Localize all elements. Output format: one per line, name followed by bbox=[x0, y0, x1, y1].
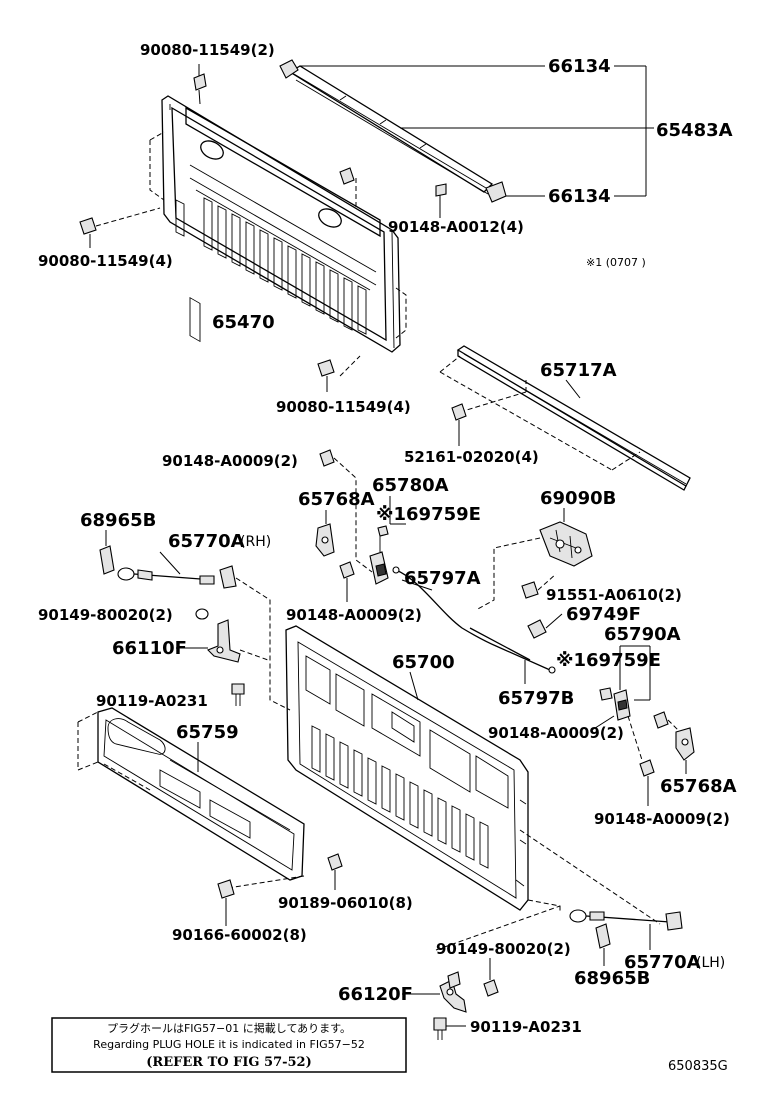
label-65770A-LH-suffix: (LH) bbox=[696, 955, 725, 971]
label-90080-11549-4-bottom: 90080-11549(4) bbox=[276, 398, 411, 416]
label-90148-A0009-2-c: 90148-A0009(2) bbox=[488, 724, 624, 742]
tailgate-65700 bbox=[285, 625, 661, 925]
clip-90080-top bbox=[193, 64, 207, 105]
clip-69749F bbox=[527, 613, 563, 639]
figure-code: 650835G bbox=[668, 1059, 728, 1074]
protector-65717A bbox=[439, 345, 691, 491]
label-65770A-RH: 65770A bbox=[168, 531, 245, 552]
clip-90080-left bbox=[79, 207, 161, 248]
label-90149-80020-2-right: 90149-80020(2) bbox=[436, 940, 571, 958]
bolt-90148-d bbox=[627, 715, 655, 806]
bolt-68965B-top bbox=[99, 530, 115, 575]
label-69749F: 69749F bbox=[566, 604, 641, 625]
note-line-refer: (REFER TO FIG 57-52) bbox=[146, 1055, 312, 1070]
cable-65770A-LH bbox=[569, 909, 683, 950]
label-90080-11549-2-top: 90080-11549(2) bbox=[140, 41, 275, 59]
label-65797B: 65797B bbox=[498, 688, 574, 709]
label-65790A: 65790A bbox=[604, 624, 681, 645]
clip-90166 bbox=[217, 879, 235, 926]
hinge-65768A-right bbox=[653, 711, 695, 774]
label-90166-60002-8: 90166-60002(8) bbox=[172, 926, 307, 944]
tailgate-upper-windows bbox=[305, 655, 509, 809]
label-90119-A0231-top: 90119-A0231 bbox=[96, 692, 208, 710]
note-line-english: Regarding PLUG HOLE it is indicated in F… bbox=[93, 1038, 365, 1051]
rail-65483A bbox=[279, 59, 507, 218]
label-65770A-LH: 65770A bbox=[624, 952, 701, 973]
label-90189-06010-8: 90189-06010(8) bbox=[278, 894, 413, 912]
label-91551-A0610-2: 91551-A0610(2) bbox=[546, 586, 682, 604]
bolt-91551 bbox=[521, 573, 557, 599]
bolt-90119-bottom bbox=[433, 1017, 466, 1040]
label-69759E-mid: ※169759E bbox=[556, 650, 661, 671]
clip-90189 bbox=[327, 853, 343, 890]
bolt-90149-right bbox=[435, 905, 561, 997]
label-65759: 65759 bbox=[176, 722, 239, 743]
label-90149-80020-2-left: 90149-80020(2) bbox=[38, 606, 173, 624]
label-65768A-right: 65768A bbox=[660, 776, 737, 797]
bolt-90119-top bbox=[231, 683, 245, 706]
note-star1: ※1 (0707 ) bbox=[586, 256, 646, 269]
inner-panel-65470 bbox=[149, 95, 407, 377]
label-68965B-bottom: 68965B bbox=[574, 968, 650, 989]
label-65770A-RH-suffix: (RH) bbox=[240, 534, 271, 550]
label-65717A: 65717A bbox=[540, 360, 617, 381]
label-90148-A0009-2-d: 90148-A0009(2) bbox=[594, 810, 730, 828]
rod-65797A bbox=[392, 566, 556, 674]
clip-90080-bottom bbox=[317, 359, 335, 392]
bolt-68965B-bottom bbox=[595, 923, 611, 966]
hinge-65768A-left bbox=[315, 510, 335, 557]
inner-panel-ribs bbox=[175, 197, 367, 343]
label-66134-bottom: 66134 bbox=[548, 186, 611, 207]
tailgate-lower-ribs bbox=[311, 725, 489, 869]
label-69759E-top: ※169759E bbox=[376, 504, 481, 525]
strap-66110F bbox=[207, 619, 269, 663]
control-65780A bbox=[369, 496, 406, 585]
label-52161-02020-4: 52161-02020(4) bbox=[404, 448, 539, 466]
label-90148-A0012-4: 90148-A0012(4) bbox=[388, 218, 524, 236]
label-66134-top: 66134 bbox=[548, 56, 611, 77]
lock-69090B bbox=[475, 508, 593, 611]
label-65483A: 65483A bbox=[656, 120, 733, 141]
cover-65759 bbox=[77, 707, 305, 889]
note-line-japanese: プラグホールはFIG57−01 に掲載してあります。 bbox=[107, 1021, 351, 1035]
label-90119-A0231-bottom: 90119-A0231 bbox=[470, 1018, 582, 1036]
label-69090B: 69090B bbox=[540, 488, 616, 509]
label-68965B-top: 68965B bbox=[80, 510, 156, 531]
bolt-90149-left bbox=[195, 608, 209, 620]
rail-leaders bbox=[300, 65, 654, 197]
clip-panel-top bbox=[339, 167, 355, 185]
label-90148-A0009-2-b: 90148-A0009(2) bbox=[286, 606, 422, 624]
label-65768A-left: 65768A bbox=[298, 489, 375, 510]
label-65780A: 65780A bbox=[372, 475, 449, 496]
label-65470: 65470 bbox=[212, 312, 275, 333]
plug-hole-note-box: プラグホールはFIG57−01 に掲載してあります。 Regarding PLU… bbox=[51, 1017, 407, 1073]
label-65700: 65700 bbox=[392, 652, 455, 673]
bolt-90148-b bbox=[339, 561, 355, 602]
strap-66120F bbox=[439, 971, 467, 1013]
cable-65770A-RH bbox=[117, 551, 291, 711]
label-65797A: 65797A bbox=[404, 568, 481, 589]
label-90148-A0009-2-a: 90148-A0009(2) bbox=[162, 452, 298, 470]
bolt-90148-a bbox=[319, 449, 373, 573]
control-65790A bbox=[599, 645, 651, 721]
label-66120F: 66120F bbox=[338, 984, 413, 1005]
label-90080-11549-4-left: 90080-11549(4) bbox=[38, 252, 173, 270]
label-66110F: 66110F bbox=[112, 638, 187, 659]
